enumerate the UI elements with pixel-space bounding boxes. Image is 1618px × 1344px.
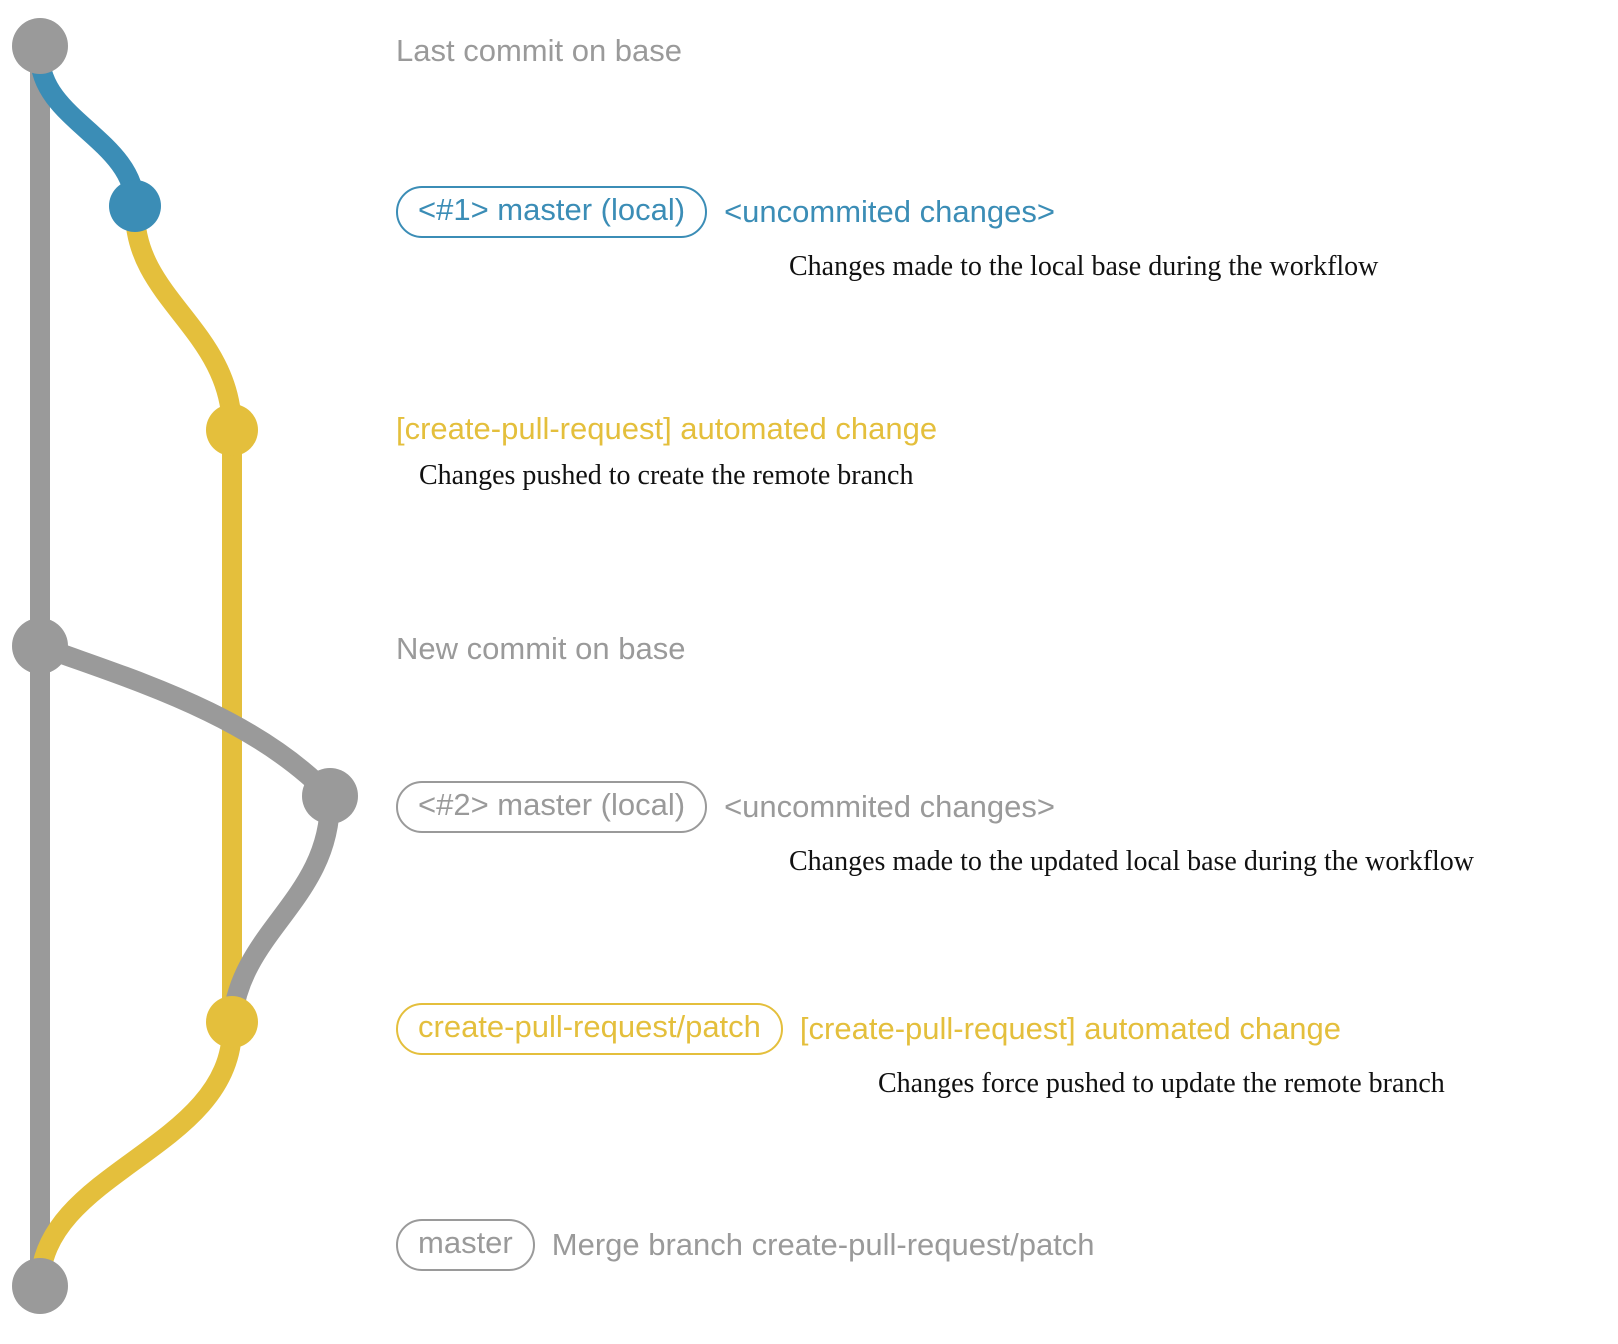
commit-subtitle-master-local-1: Changes made to the local base during th…: [789, 250, 1379, 282]
commit-row-master-local-1: <#1> master (local) <uncommited changes>…: [396, 186, 1378, 283]
node-new-commit-on-base[interactable]: [12, 618, 68, 674]
commit-title-merge: Merge branch create-pull-request/patch: [551, 1226, 1095, 1262]
commit-row-main: <#2> master (local) <uncommited changes>: [396, 781, 1474, 833]
branch-badge-create-pull-request-patch[interactable]: create-pull-request/patch: [396, 1003, 783, 1055]
commit-title-new-commit: New commit on base: [396, 631, 686, 666]
edge-local-2-to-patch: [222, 790, 340, 1032]
commit-row-last-commit: Last commit on base: [396, 33, 682, 69]
node-last-commit-on-base[interactable]: [12, 18, 68, 74]
node-patch-commit[interactable]: [206, 996, 258, 1048]
node-master-local-1[interactable]: [109, 180, 161, 232]
git-graph: [12, 18, 358, 1314]
commit-row-main: master Merge branch create-pull-request/…: [396, 1219, 1095, 1271]
commit-subtitle-patch: Changes force pushed to update the remot…: [878, 1067, 1445, 1099]
commit-subtitle-automated-change-1: Changes pushed to create the remote bran…: [419, 460, 914, 491]
branch-badge-master[interactable]: master: [396, 1219, 535, 1271]
commit-row-main: New commit on base: [396, 631, 685, 667]
node-automated-change-1[interactable]: [206, 404, 258, 456]
commit-title-master-local-2: <uncommited changes>: [724, 788, 1055, 824]
commit-row-master-local-2: <#2> master (local) <uncommited changes>…: [396, 781, 1474, 878]
commit-title-automated-change-1: [create-pull-request] automated change: [396, 411, 938, 446]
node-master-local-2[interactable]: [302, 768, 358, 824]
commit-row-main: create-pull-request/patch [create-pull-r…: [396, 1003, 1445, 1055]
edge-new-commit-to-local-2: [30, 636, 340, 806]
commit-row-automated-change-1: [create-pull-request] automated change C…: [396, 411, 937, 492]
commit-row-patch: create-pull-request/patch [create-pull-r…: [396, 1003, 1445, 1100]
commit-row-new-commit: New commit on base: [396, 631, 685, 667]
edge-patch-to-merge: [30, 1018, 242, 1296]
commit-subtitle-master-local-2: Changes made to the updated local base d…: [789, 845, 1475, 877]
commit-row-main: Last commit on base: [396, 33, 682, 69]
commit-title-last-commit: Last commit on base: [396, 33, 683, 68]
commit-row-merge: master Merge branch create-pull-request/…: [396, 1219, 1095, 1271]
branch-badge-master-local-1[interactable]: <#1> master (local): [396, 186, 708, 238]
branch-badge-master-local-2[interactable]: <#2> master (local): [396, 781, 708, 833]
commit-title-patch: [create-pull-request] automated change: [799, 1010, 1342, 1046]
commit-title-master-local-1: <uncommited changes>: [724, 193, 1055, 229]
commit-row-main: [create-pull-request] automated change: [396, 411, 937, 447]
commit-row-main: <#1> master (local) <uncommited changes>: [396, 186, 1378, 238]
node-merge-master[interactable]: [12, 1258, 68, 1314]
